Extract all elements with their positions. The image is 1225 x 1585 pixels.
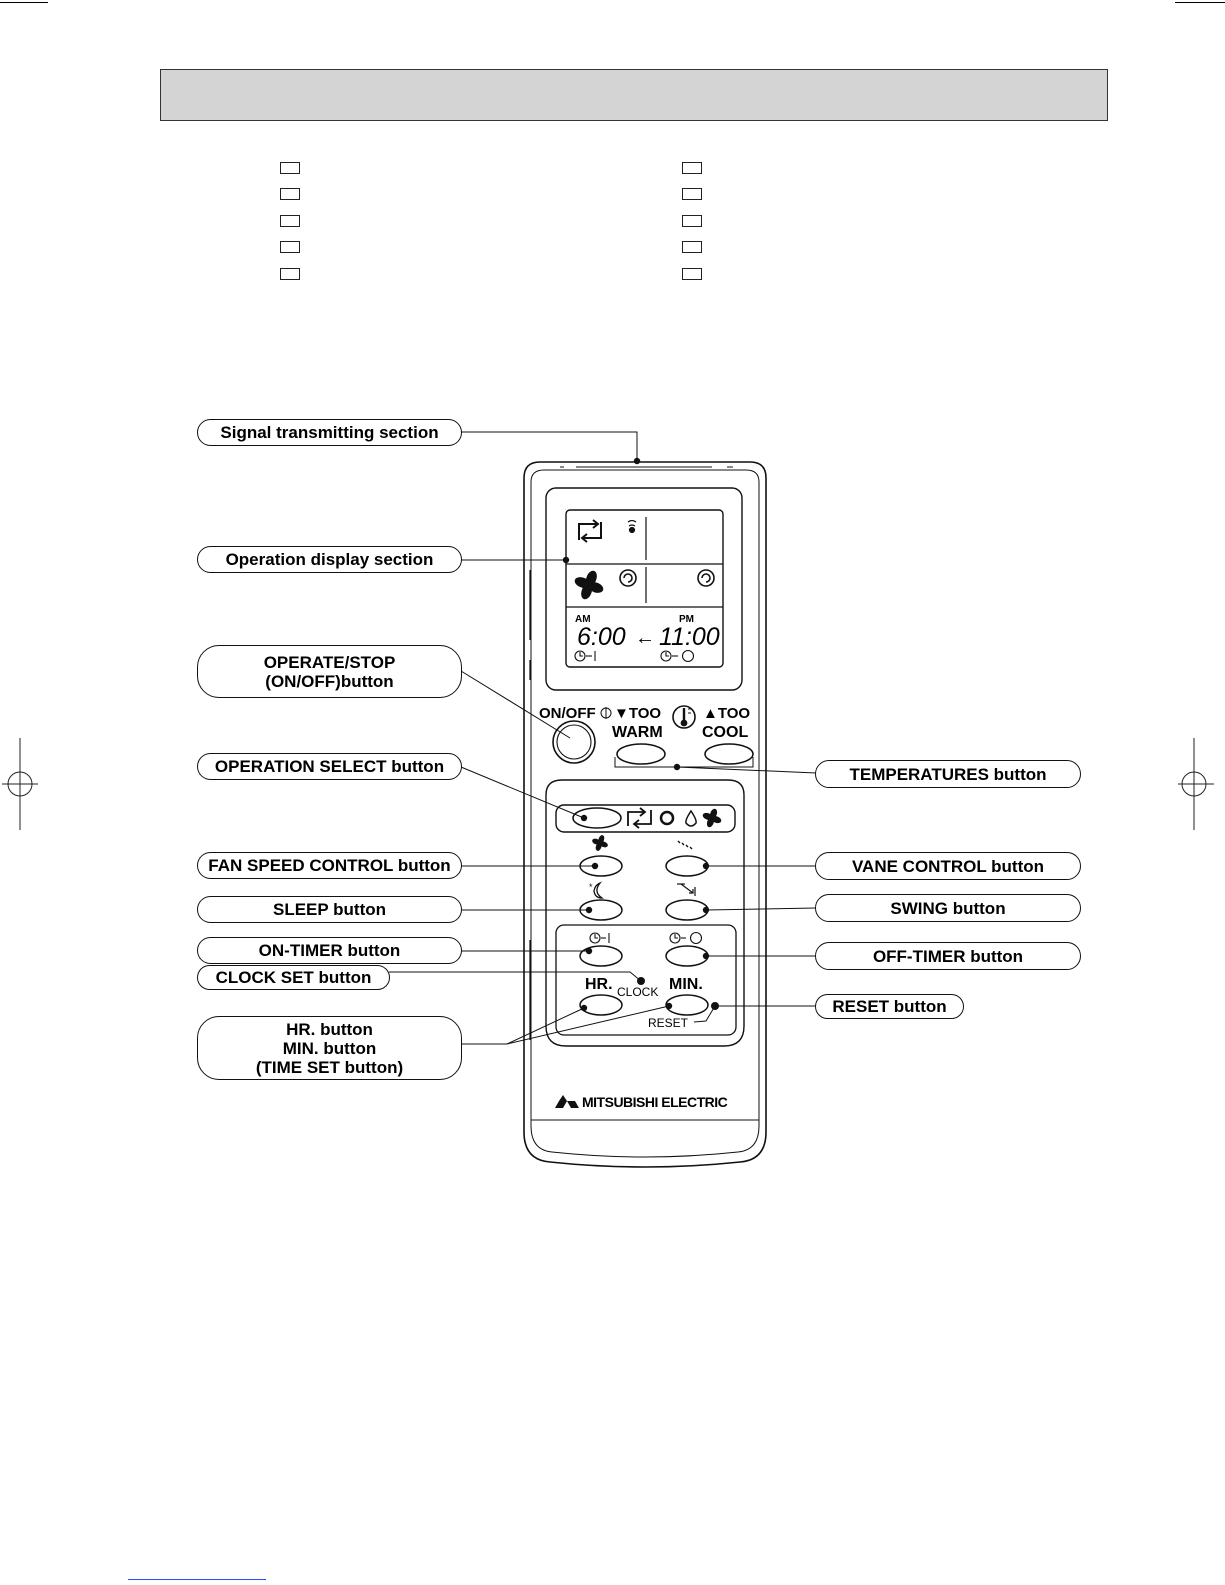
too-warm-label-l1: ▼TOO: [614, 705, 661, 722]
callout-signal-transmitting: Signal transmitting section: [197, 419, 462, 446]
checkbox: [682, 162, 702, 174]
callout-vane-control: VANE CONTROL button: [815, 852, 1081, 880]
registration-mark-left: [2, 738, 38, 830]
checkbox: [682, 215, 702, 227]
onoff-label: ON/OFF: [539, 705, 596, 722]
section-header-bar: [160, 69, 1108, 121]
mitsubishi-logo-icon: [555, 1095, 579, 1108]
callout-temperatures: TEMPERATURES button: [815, 760, 1081, 788]
callout-operation-select: OPERATION SELECT button: [197, 753, 462, 780]
thermometer-icon: [672, 705, 696, 729]
registration-mark-right: [1178, 738, 1214, 830]
callout-operate-stop: OPERATE/STOP (ON/OFF)button: [197, 645, 462, 698]
checkbox: [682, 268, 702, 280]
display-bezel: [545, 487, 743, 691]
off-timer-button[interactable]: [665, 945, 709, 967]
leader-lines: [389, 431, 817, 1045]
fan-mode-icon: [701, 807, 723, 829]
hr-label: HR.: [585, 976, 613, 993]
hr-button[interactable]: [579, 994, 623, 1016]
callout-sleep: SLEEP button: [197, 896, 462, 923]
callout-time-set: HR. button MIN. button (TIME SET button): [197, 1016, 462, 1080]
swing-button[interactable]: [665, 899, 709, 921]
timer-on-icon: [574, 650, 596, 662]
timer-panel: [555, 924, 737, 1036]
leader-dots: [562, 457, 710, 1012]
bottom-rule: [128, 1579, 266, 1580]
power-symbol-icon: [600, 707, 612, 719]
display-pm-label: PM: [679, 614, 694, 625]
signal-icon: [627, 519, 637, 534]
too-cool-label-l1: ▲TOO: [703, 705, 750, 722]
checkbox: [682, 188, 702, 200]
checkbox: [280, 162, 300, 174]
checkbox: [280, 268, 300, 280]
callout-swing: SWING button: [815, 894, 1081, 922]
timer-off-icon: [660, 649, 695, 663]
moon-sleep-icon: *: [589, 881, 605, 899]
checkbox: [280, 215, 300, 227]
checkbox: [280, 188, 300, 200]
auto-mode-icon: [578, 519, 602, 543]
checkbox: [682, 241, 702, 253]
off-timer-icon: [669, 931, 703, 945]
on-timer-button[interactable]: [579, 945, 623, 967]
brand-name: MITSUBISHI ELECTRIC: [582, 1094, 728, 1110]
fan-speed-icon: [591, 834, 609, 852]
fan-icon: [573, 569, 605, 601]
operation-select-strip: [555, 804, 736, 833]
callout-off-timer: OFF-TIMER button: [815, 942, 1081, 970]
display-am-label: AM: [575, 614, 591, 625]
callout-operation-display: Operation display section: [197, 546, 462, 573]
vane-icon: [677, 840, 693, 850]
on-timer-icon: [589, 932, 610, 944]
too-warm-button[interactable]: [616, 743, 666, 765]
too-cool-label-l2: COOL: [702, 724, 748, 741]
too-cool-button[interactable]: [704, 743, 754, 765]
min-button[interactable]: [665, 994, 709, 1016]
vane-control-button[interactable]: [665, 855, 709, 877]
checkbox: [280, 241, 300, 253]
swirl-icon: [619, 569, 715, 587]
callout-reset: RESET button: [815, 994, 964, 1019]
remote-body: [523, 461, 767, 1168]
min-label: MIN.: [669, 976, 703, 993]
lower-panel: [545, 779, 745, 1047]
callout-clock-set: CLOCK SET button: [197, 965, 390, 990]
dry-mode-icon: [685, 809, 697, 827]
display-on-time: 6:00: [577, 623, 626, 651]
svg-text:*: *: [589, 882, 593, 892]
display-off-time: 11:00: [659, 623, 720, 651]
heat-mode-icon: [659, 810, 675, 826]
crop-mark-top-left: [0, 2, 48, 3]
too-warm-label-l2: WARM: [612, 724, 663, 741]
swing-icon: [677, 883, 696, 896]
callout-on-timer: ON-TIMER button: [197, 937, 462, 964]
auto-mode-small-icon: [627, 807, 652, 829]
temperature-bracket: [614, 757, 754, 768]
display-arrow: ←: [635, 627, 655, 649]
onoff-button[interactable]: [552, 720, 596, 764]
crop-mark-top-right: [1175, 2, 1225, 3]
clock-label: CLOCK: [617, 985, 658, 999]
callout-fan-speed: FAN SPEED CONTROL button: [197, 852, 462, 879]
reset-label: RESET: [648, 1016, 689, 1030]
operation-select-button[interactable]: [572, 807, 622, 829]
